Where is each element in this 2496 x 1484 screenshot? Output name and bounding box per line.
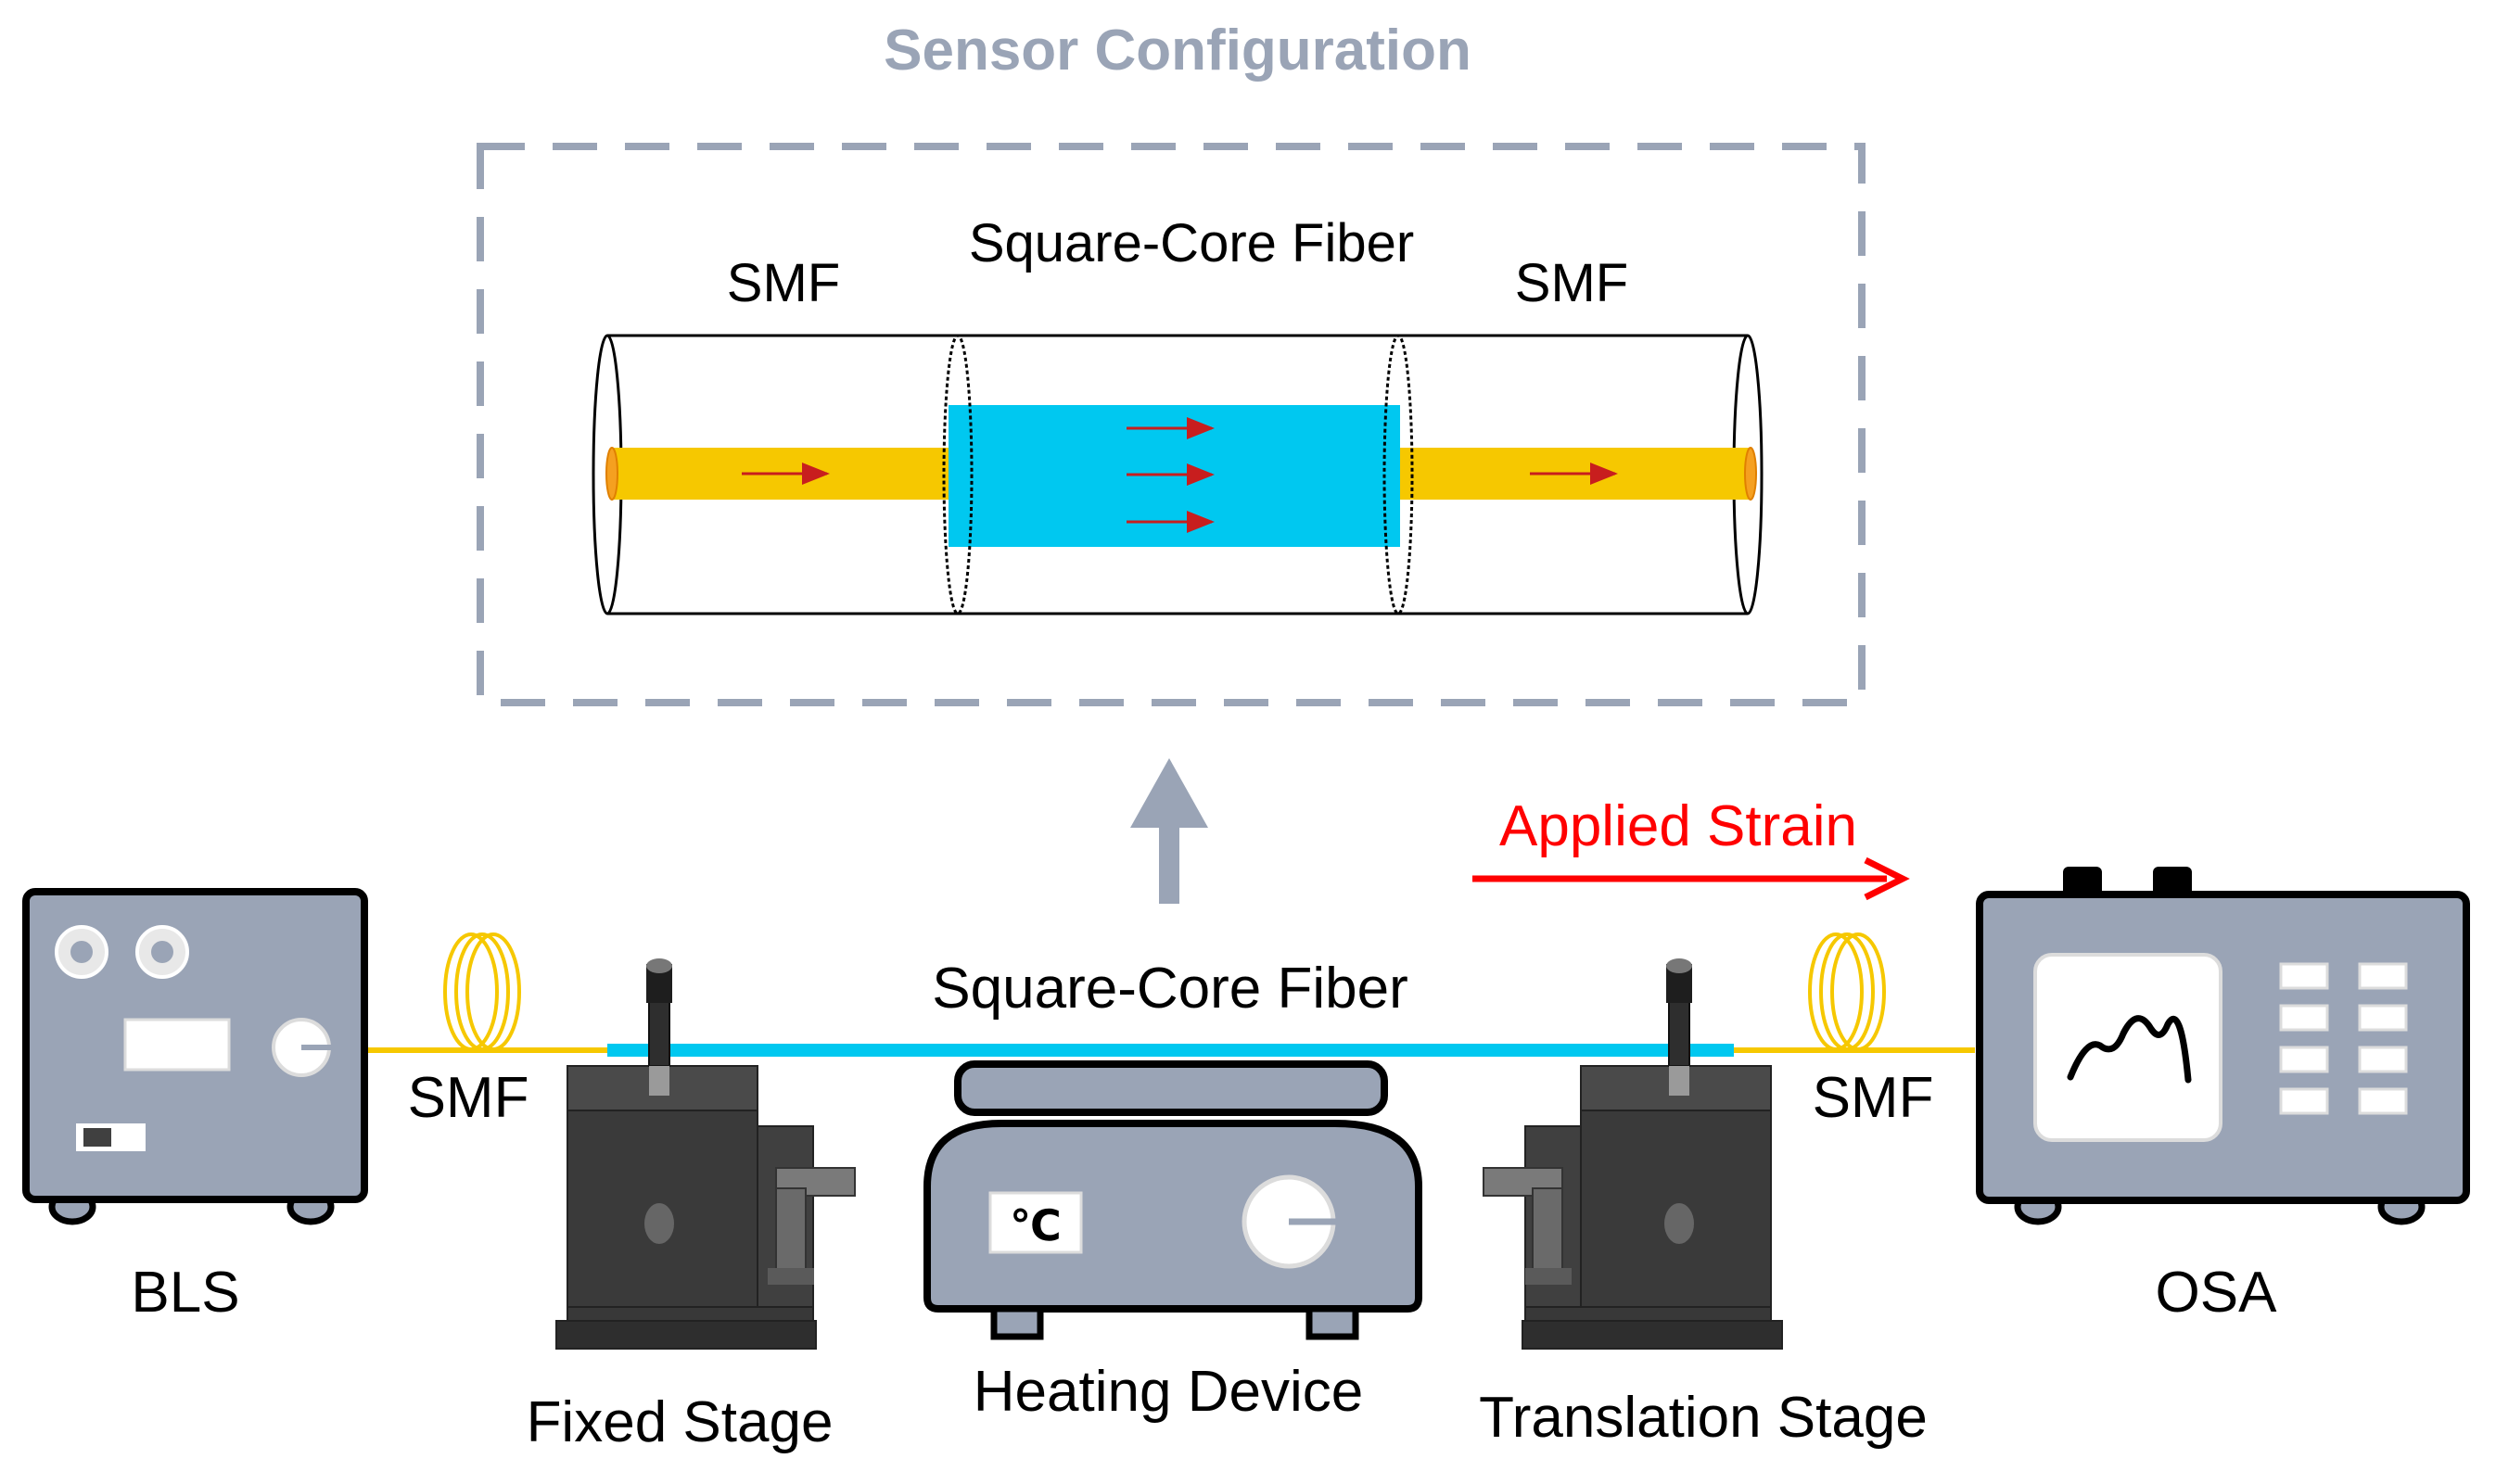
osa-label: OSA [2156,1261,2278,1325]
bls-label: BLS [131,1261,239,1325]
osa-keypad [2279,962,2408,1115]
strain-arrow-icon [1472,856,1910,901]
fixed-stage [555,958,856,1350]
translation-stage-label: Translation Stage [1479,1386,1928,1450]
fixed-stage-knob-icon [644,1203,674,1244]
translation-stage [1483,958,1783,1350]
sensor-smf-right-label: SMF [1515,253,1628,313]
sensor-fiber-structure [592,334,1764,615]
heating-device: ℃ [923,1060,1422,1340]
smf-right-label: SMF [1813,1066,1934,1130]
fiber-coil-left-icon [443,932,521,1051]
osa-screen [2033,953,2222,1142]
translation-stage-knob-icon [1664,1203,1694,1244]
heater-display [988,1191,1083,1254]
smf-left-label: SMF [408,1066,529,1130]
sensor-config-dashed-box [477,143,1866,706]
fiber-coil-right-icon [1808,932,1886,1051]
osa-spectrum-icon [2067,1015,2192,1084]
sensor-config-title: Sensor Configuration [884,19,1471,82]
sensor-square-core-label: Square-Core Fiber [969,213,1414,273]
applied-strain-label: Applied Strain [1499,794,1857,858]
heating-device-label: Heating Device [974,1360,1363,1424]
osa-instrument [1976,867,2470,1225]
bls-instrument [22,888,368,1225]
fiber-label: Square-Core Fiber [932,957,1407,1021]
sensor-smf-left-label: SMF [727,253,840,313]
fixed-stage-label: Fixed Stage [527,1390,834,1454]
heater-temperature-unit: ℃ [1010,1201,1062,1249]
up-arrow-icon [1130,758,1208,904]
bls-display [123,1018,231,1072]
